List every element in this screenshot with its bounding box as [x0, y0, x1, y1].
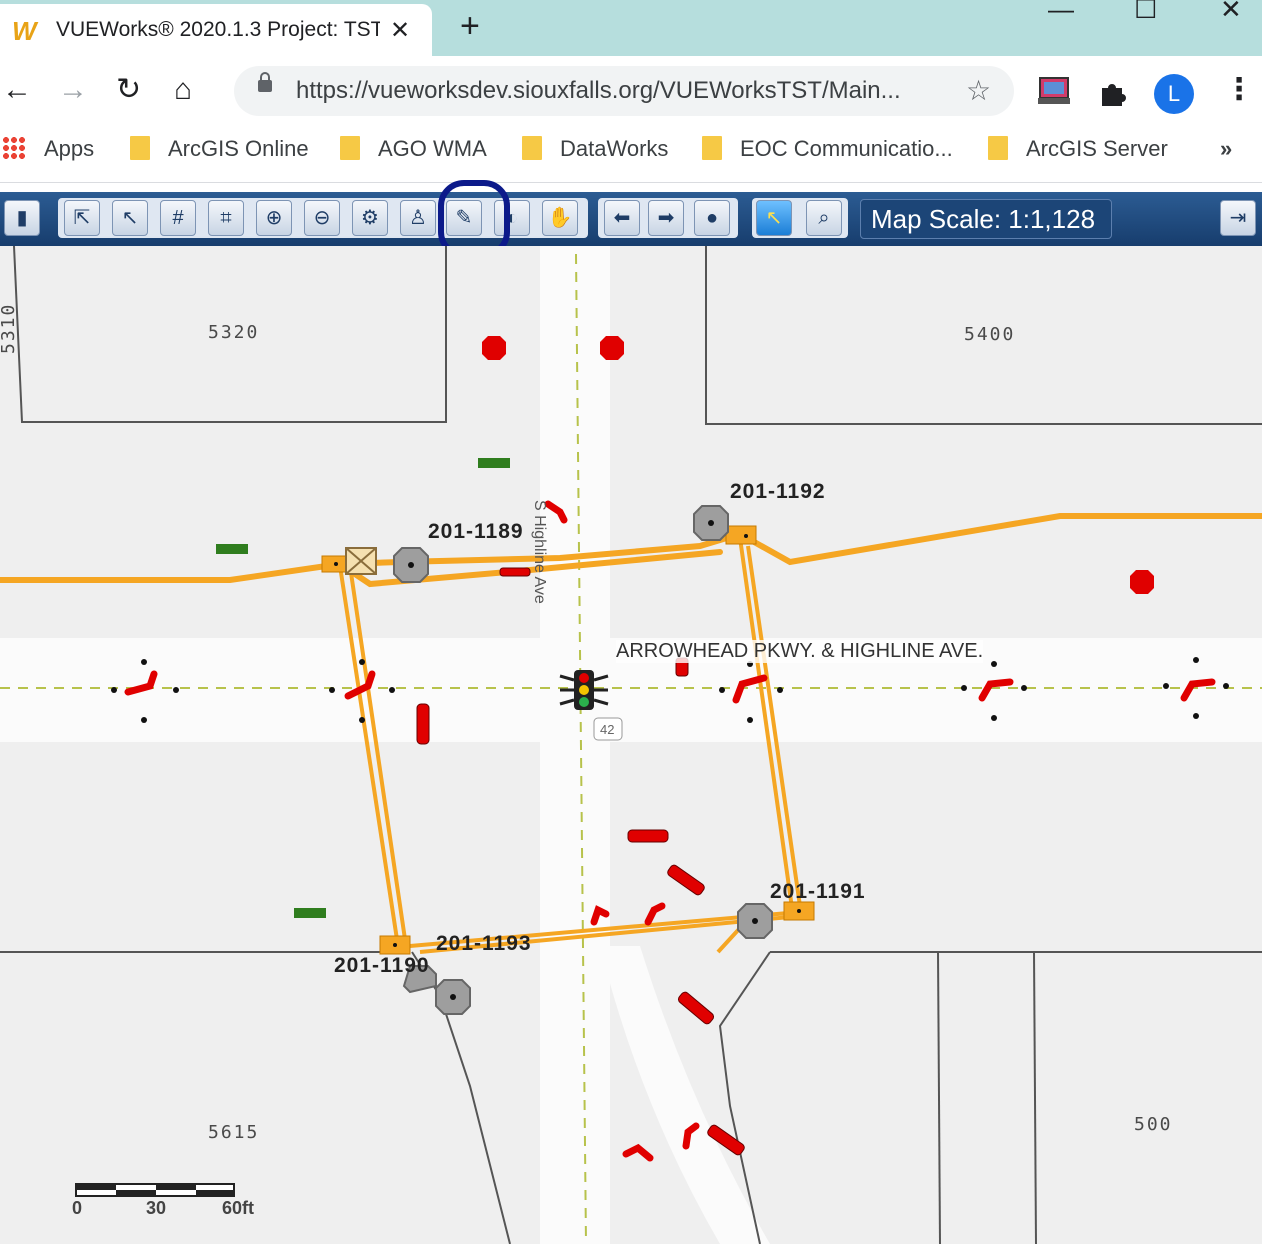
- select-info-icon[interactable]: ⇱: [64, 200, 100, 236]
- map-canvas[interactable]: 5320 5400 5310 5615 500 201-1189 201-119…: [0, 246, 1262, 1244]
- map-scalebar: [75, 1183, 235, 1197]
- url-text[interactable]: https://vueworksdev.siouxfalls.org/VUEWo…: [296, 77, 901, 104]
- map-scale-display: Map Scale: 1:1,128: [860, 199, 1112, 239]
- bookmark-eoc-communications[interactable]: EOC Communicatio...: [702, 136, 953, 162]
- settings-gear-icon[interactable]: ⚙: [352, 200, 388, 236]
- green-markers: [216, 458, 510, 918]
- parcel-label: 5400: [964, 324, 1016, 345]
- turn-arrows: [124, 500, 1216, 1162]
- folder-icon: [988, 136, 1008, 160]
- chrome-menu-icon[interactable]: ⋮: [1224, 73, 1254, 106]
- home-icon[interactable]: ⌂: [174, 73, 193, 106]
- asset-label[interactable]: 201-1189: [428, 520, 524, 543]
- extensions-puzzle-icon[interactable]: [1098, 78, 1128, 108]
- bookmark-star-icon[interactable]: ☆: [966, 75, 992, 106]
- stop-signs: [482, 336, 1154, 594]
- zoom-out-icon[interactable]: ⊖: [304, 200, 340, 236]
- red-markers: [416, 567, 745, 1156]
- tab-close-icon[interactable]: ✕: [390, 17, 411, 44]
- parcel-label: 5310: [0, 302, 19, 354]
- edit-feature-icon[interactable]: ✎: [446, 200, 482, 236]
- extension-laptop-icon[interactable]: [1038, 76, 1070, 106]
- highline-ave-road: [540, 246, 610, 1244]
- browser-tab-strip: W VUEWorks® 2020.1.3 Project: TST ✕ + — …: [0, 0, 1262, 56]
- bookmark-arcgis-server[interactable]: ArcGIS Server: [988, 136, 1168, 162]
- traffic-signal-icon: [559, 670, 609, 710]
- person-icon[interactable]: ♙: [400, 200, 436, 236]
- profile-avatar[interactable]: L: [1154, 74, 1194, 114]
- address-bar[interactable]: https://vueworksdev.siouxfalls.org/VUEWo…: [234, 66, 1014, 116]
- scalebar-label: 30: [146, 1198, 167, 1218]
- export-icon[interactable]: ⇥: [1220, 200, 1256, 236]
- bookmark-dataworks[interactable]: DataWorks: [522, 136, 668, 162]
- folder-icon: [702, 136, 722, 160]
- parcel-label: 5320: [208, 322, 260, 343]
- road-label: S Highline Ave: [531, 500, 548, 604]
- zoom-to-icon[interactable]: ⌕: [806, 200, 842, 236]
- conduit-lines: [338, 537, 802, 954]
- asset-label[interactable]: 201-1193: [436, 932, 532, 955]
- new-tab-button[interactable]: +: [460, 7, 480, 45]
- apps-grid-icon: [2, 136, 26, 160]
- bookmarks-bar: Apps ArcGIS Online AGO WMA DataWorks EOC…: [0, 128, 1262, 183]
- intersection-label: ARROWHEAD PKWY. & HIGHLINE AVE.: [616, 640, 984, 663]
- select-arrow-icon[interactable]: ↖: [756, 200, 792, 236]
- parcel-label: 5615: [208, 1122, 260, 1143]
- asset-label[interactable]: 201-1191: [770, 880, 866, 903]
- measure-icon[interactable]: ⌗: [208, 200, 244, 236]
- map-toolbar: ▮ ⇱ ↖ # ⌗ ⊕ ⊖ ⚙ ♙ ✎ ◐ ✋ ⬅ ➡ ● ↖ ⌕ Map Sc…: [0, 192, 1262, 246]
- bookmark-ago-wma[interactable]: AGO WMA: [340, 136, 487, 162]
- parcel-label: 500: [1134, 1114, 1173, 1135]
- route-shield-number: 42: [600, 722, 615, 737]
- bookmark-apps[interactable]: Apps: [2, 136, 94, 162]
- pointer-icon[interactable]: ↖: [112, 200, 148, 236]
- grid-icon[interactable]: #: [160, 200, 196, 236]
- address-bar-row: ← → ↻ ⌂ https://vueworksdev.siouxfalls.o…: [0, 56, 1262, 128]
- bar-chart-icon[interactable]: ▮: [4, 200, 40, 236]
- folder-icon: [522, 136, 542, 160]
- asset-label[interactable]: 201-1190: [334, 954, 430, 977]
- folder-icon: [340, 136, 360, 160]
- close-window-button[interactable]: ✕: [1220, 0, 1242, 24]
- tab-title: VUEWorks® 2020.1.3 Project: TST: [56, 18, 380, 41]
- reload-icon[interactable]: ↻: [116, 73, 142, 106]
- bookmark-arcgis-online[interactable]: ArcGIS Online: [130, 136, 309, 162]
- next-extent-icon[interactable]: ➡: [648, 200, 684, 236]
- map-graphics: [0, 246, 1262, 1244]
- previous-extent-icon[interactable]: ⬅: [604, 200, 640, 236]
- forward-icon[interactable]: →: [58, 73, 88, 106]
- manhole-dots: [334, 520, 801, 1000]
- full-extent-globe-icon[interactable]: ●: [694, 200, 730, 236]
- lock-icon[interactable]: [258, 72, 272, 92]
- scalebar-label: 60ft: [222, 1198, 255, 1218]
- asset-label[interactable]: 201-1192: [730, 480, 826, 503]
- zoom-in-icon[interactable]: ⊕: [256, 200, 292, 236]
- scalebar-label: 0: [72, 1198, 83, 1218]
- parcel-lines: [0, 246, 1262, 1244]
- pan-hand-icon[interactable]: ✋: [542, 200, 578, 236]
- back-icon[interactable]: ←: [2, 73, 32, 106]
- maximize-button[interactable]: ☐: [1134, 0, 1158, 24]
- minimize-button[interactable]: —: [1048, 0, 1074, 24]
- route-shield: [593, 717, 623, 741]
- vueworks-logo-icon: W: [12, 16, 37, 46]
- bookmarks-overflow-button[interactable]: »: [1220, 136, 1233, 161]
- folder-icon: [130, 136, 150, 160]
- browser-tab[interactable]: W VUEWorks® 2020.1.3 Project: TST ✕: [0, 4, 432, 56]
